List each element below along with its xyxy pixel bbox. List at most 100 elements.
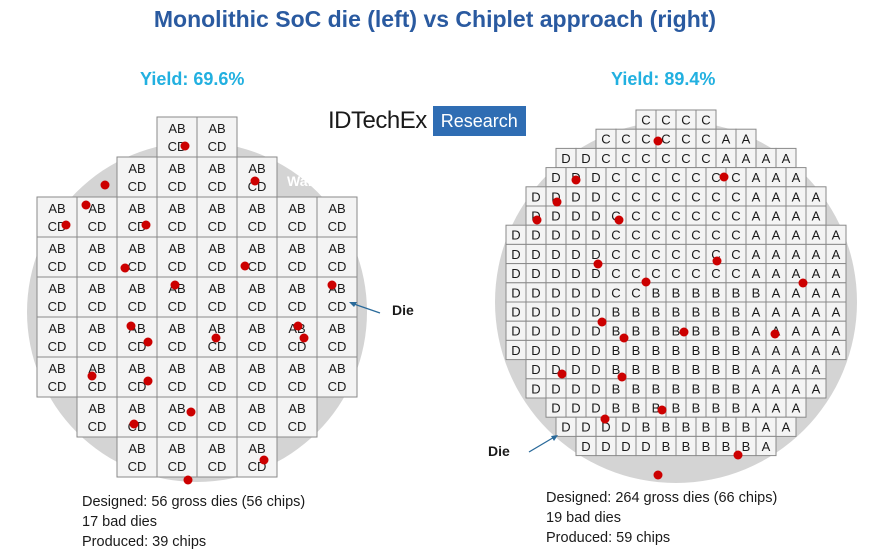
defect-dot xyxy=(61,220,71,230)
chiplet-letter: A xyxy=(772,381,781,396)
left-die-label: Die xyxy=(392,302,414,318)
chiplet-letter: D xyxy=(571,381,580,396)
defect-dot xyxy=(143,376,153,386)
die-label-top: AB xyxy=(168,201,185,216)
chiplet-letter: C xyxy=(731,189,740,204)
die-label-bottom: CD xyxy=(208,219,227,234)
chiplet-die xyxy=(805,378,827,399)
die-label-top: AB xyxy=(328,241,345,256)
die-label-top: AB xyxy=(288,281,305,296)
die-label-bottom: CD xyxy=(128,299,147,314)
chiplet-letter: A xyxy=(812,266,821,281)
die-label-bottom: CD xyxy=(288,259,307,274)
chiplet-letter: D xyxy=(601,439,610,454)
chiplet-letter: C xyxy=(611,209,620,224)
chiplet-letter: C xyxy=(631,189,640,204)
die-label-top: AB xyxy=(288,361,305,376)
chiplet-letter: C xyxy=(691,189,700,204)
die-label-bottom: CD xyxy=(48,339,67,354)
monolithic-die xyxy=(116,196,158,238)
chiplet-letter: A xyxy=(832,324,841,339)
right-yield-label: Yield: 89.4% xyxy=(611,69,716,89)
chiplet-letter: A xyxy=(792,381,801,396)
die-label-top: AB xyxy=(168,161,185,176)
chiplet-letter: C xyxy=(731,170,740,185)
chiplet-letter: B xyxy=(712,324,721,339)
chiplet-letter: A xyxy=(742,132,751,147)
chiplet-letter: A xyxy=(792,305,801,320)
die-label-top: AB xyxy=(208,321,225,336)
chiplet-letter: C xyxy=(691,247,700,262)
die-label-top: AB xyxy=(128,281,145,296)
monolithic-die xyxy=(196,116,238,158)
page-title: Monolithic SoC die (left) vs Chiplet app… xyxy=(153,6,717,32)
left-die-arrowhead xyxy=(349,302,357,307)
chiplet-letter: A xyxy=(782,420,791,435)
chiplet-letter: C xyxy=(631,228,640,243)
chiplet-letter: D xyxy=(641,439,650,454)
defect-dot xyxy=(552,197,562,207)
chiplet-letter: C xyxy=(691,266,700,281)
chiplet-letter: C xyxy=(651,266,660,281)
chiplet-letter: D xyxy=(551,362,560,377)
chiplet-letter: B xyxy=(662,439,671,454)
monolithic-die xyxy=(116,436,158,478)
chiplet-letter: B xyxy=(662,420,671,435)
chiplet-letter: A xyxy=(752,381,761,396)
right-die-arrowhead xyxy=(551,435,558,441)
die-label-top: AB xyxy=(88,401,105,416)
chiplet-letter: B xyxy=(742,420,751,435)
chiplet-letter: C xyxy=(641,132,650,147)
chiplet-letter: D xyxy=(571,305,580,320)
die-label-bottom: CD xyxy=(168,139,187,154)
right-stat-designed: Designed: 264 gross dies (66 chips) xyxy=(546,490,778,506)
defect-dot xyxy=(770,329,780,339)
chiplet-letter: D xyxy=(551,343,560,358)
defect-dot xyxy=(712,256,722,266)
die-label-top: AB xyxy=(328,201,345,216)
chiplet-letter: C xyxy=(681,132,690,147)
defect-dot xyxy=(240,261,250,271)
chiplet-letter: C xyxy=(671,189,680,204)
die-label-top: AB xyxy=(128,441,145,456)
chiplet-letter: D xyxy=(601,420,610,435)
die-label-bottom: CD xyxy=(88,259,107,274)
die-label-bottom: CD xyxy=(168,299,187,314)
chiplet-letter: B xyxy=(652,362,661,377)
chiplet-letter: D xyxy=(531,189,540,204)
die-label-top: AB xyxy=(48,201,65,216)
right-die-label: Die xyxy=(488,443,510,459)
monolithic-die xyxy=(156,356,198,398)
chiplet-letter: B xyxy=(612,343,621,358)
defect-dot xyxy=(653,136,663,146)
chiplet-letter: B xyxy=(712,285,721,300)
monolithic-die xyxy=(316,276,358,318)
die-label-bottom: CD xyxy=(208,179,227,194)
die-label-top: AB xyxy=(208,241,225,256)
die-label-bottom: CD xyxy=(328,339,347,354)
die-label-bottom: CD xyxy=(128,179,147,194)
chiplet-letter: D xyxy=(571,324,580,339)
chiplet-letter: C xyxy=(671,170,680,185)
chiplet-letter: B xyxy=(692,401,701,416)
defect-dot xyxy=(170,280,180,290)
chiplet-letter: C xyxy=(731,209,740,224)
monolithic-die xyxy=(196,236,238,278)
chiplet-letter: B xyxy=(732,324,741,339)
chiplet-letter: C xyxy=(681,151,690,166)
monolithic-die xyxy=(236,196,278,238)
die-label-bottom: CD xyxy=(128,219,147,234)
chiplet-letter: D xyxy=(561,151,570,166)
die-label-bottom: CD xyxy=(88,299,107,314)
chiplet-letter: D xyxy=(581,439,590,454)
die-label-bottom: CD xyxy=(208,339,227,354)
monolithic-die xyxy=(76,356,118,398)
chiplet-letter: D xyxy=(511,266,520,281)
chiplet-letter: D xyxy=(511,228,520,243)
chiplet-letter: A xyxy=(772,401,781,416)
chiplet-letter: C xyxy=(631,247,640,262)
chiplet-letter: D xyxy=(621,420,630,435)
chiplet-letter: D xyxy=(591,228,600,243)
die-label-top: AB xyxy=(248,441,265,456)
